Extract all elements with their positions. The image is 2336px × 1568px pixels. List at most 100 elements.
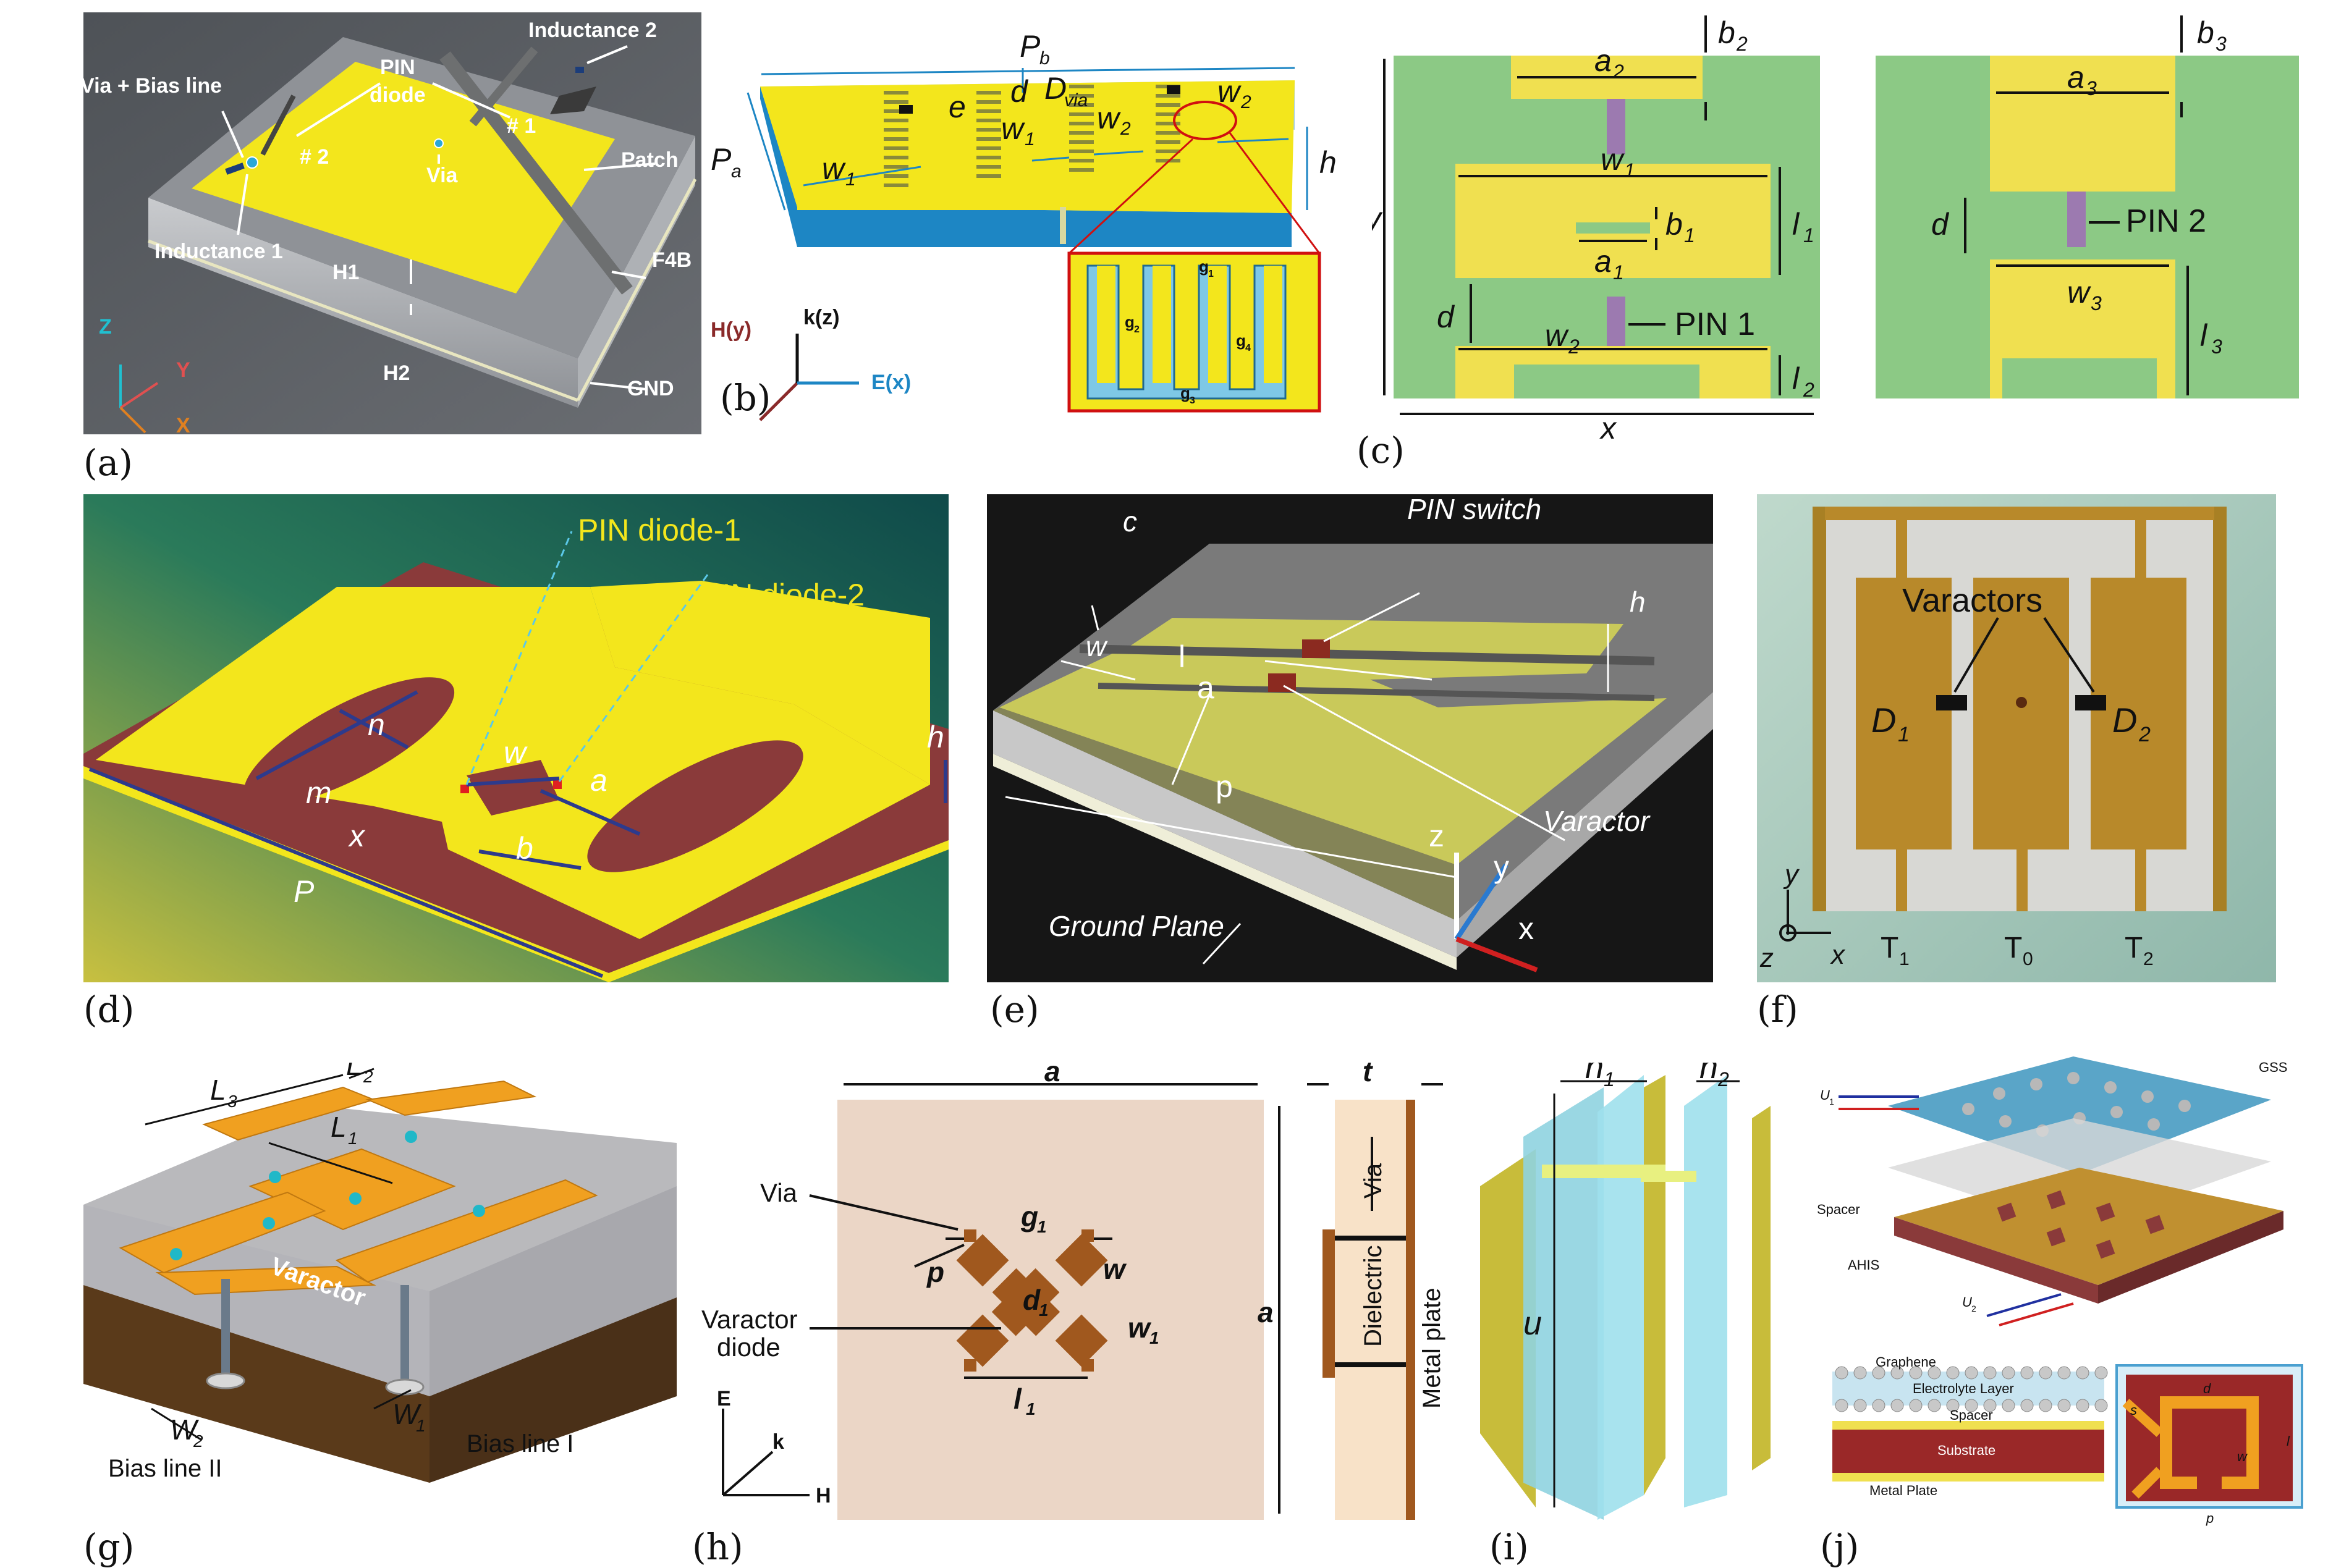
label-h1-sub: 1 [1604, 1068, 1615, 1090]
label-w1-sub: 1 [1149, 1328, 1159, 1347]
label-p: p [1216, 769, 1233, 804]
label-l2-sub: 2 [363, 1067, 373, 1086]
axis-x: X [176, 414, 190, 434]
label-h2: h [1699, 1063, 1718, 1085]
label-w3-sub: 3 [2091, 292, 2102, 314]
label-w2-right-sub: 2 [1240, 92, 1251, 112]
label-w: w [2237, 1449, 2248, 1464]
label-w2: w [1545, 318, 1569, 353]
label-p: p [2206, 1511, 2214, 1526]
label-p: p [926, 1256, 944, 1288]
label-w3: w [2067, 275, 2091, 310]
label-t0: T [2004, 932, 2022, 964]
label-g4: g [1236, 331, 1246, 350]
label-pb: P [1020, 29, 1041, 64]
label-dvia: D [1044, 71, 1067, 106]
label-a: a [1197, 670, 1214, 705]
label-u: u [1523, 1305, 1542, 1342]
panel-i: h 1 h 2 u [1480, 1063, 1789, 1520]
panel-c: a 2 b 2 w 1 b 1 l 1 a 1 y d w 2 l 2 x a [1372, 12, 2327, 439]
label-h2: H2 [383, 361, 410, 385]
label-gnd: GND [627, 377, 674, 400]
label-w2-sub: 2 [193, 1431, 203, 1451]
label-d2-sub: 2 [2138, 723, 2151, 746]
label-e: e [949, 90, 966, 124]
label-f4b: F4B [652, 248, 692, 272]
label-w2: W [170, 1414, 200, 1446]
label-w: w [504, 735, 528, 770]
label-bias-line-2: Bias line II [108, 1455, 222, 1482]
label-t2-sub: 2 [2143, 949, 2154, 969]
label-a: a [590, 763, 607, 798]
label-bias-line-1: Bias line I [467, 1430, 573, 1457]
label-h: h [1630, 586, 1646, 618]
label-varactor-line2: diode [717, 1333, 781, 1362]
axis-x: x [1830, 940, 1846, 970]
label-a-top: a [1044, 1063, 1060, 1087]
label-c: c [1123, 505, 1137, 537]
label-dielectric: Dielectric [1360, 1246, 1387, 1347]
label-varactor: Varactor [1543, 805, 1651, 837]
label-y: y [1372, 201, 1383, 235]
label-t1-sub: 1 [1899, 949, 1910, 969]
label-g1-sub: 1 [1037, 1217, 1047, 1236]
label-diode-1: # 1 [507, 114, 536, 138]
panel-f-label: (f) [1757, 988, 1798, 1031]
axis-y: Y [176, 358, 190, 382]
label-substrate: Substrate [1937, 1443, 1995, 1458]
label-b1-sub: 1 [1684, 224, 1695, 247]
panel-g-graphic: L 3 L 2 L 1 W 2 W 1 Varactor Bias line I… [83, 1063, 677, 1520]
panel-i-label: (i) [1489, 1526, 1529, 1568]
label-via-side: Via [1360, 1163, 1387, 1199]
panel-c-graphic: a 2 b 2 w 1 b 1 l 1 a 1 y d w 2 l 2 x a [1372, 12, 2327, 439]
label-t0-sub: 0 [2023, 949, 2033, 969]
label-h1: h [1585, 1063, 1604, 1085]
label-t2: T [2125, 932, 2143, 964]
label-metal-plate: Metal Plate [1869, 1483, 1937, 1498]
axis-k: k [772, 1430, 784, 1454]
label-a3: a [2067, 60, 2084, 95]
label-w: w [1086, 630, 1108, 662]
label-b2-sub: 2 [1736, 33, 1748, 55]
axis-z: z [1759, 943, 1774, 973]
label-via: Via [760, 1178, 798, 1207]
label-t1: T [1881, 932, 1898, 964]
label-h: h [1319, 145, 1337, 180]
label-w1-mid: w [1001, 111, 1025, 146]
label-w1-left-sub: 1 [845, 169, 856, 190]
label-diode-2: # 2 [300, 145, 329, 169]
label-u1: U [1820, 1087, 1830, 1103]
label-u2-sub: 2 [1971, 1304, 1976, 1313]
panel-b: P b P a d D via e w 1 w 1 w 2 w 2 h g 1 [711, 0, 1366, 432]
panel-i-graphic: h 1 h 2 u [1480, 1063, 1789, 1520]
label-a2: a [1594, 43, 1612, 78]
panel-e-graphic: PIN switch Varactor Ground Plane l a p z… [987, 494, 1713, 982]
label-m: m [306, 775, 332, 810]
label-t: t [1363, 1063, 1373, 1087]
label-w1-left: w [822, 151, 846, 186]
label-d: d [1437, 300, 1455, 334]
axis-kz: k(z) [803, 306, 840, 329]
axis-ex: E(x) [871, 371, 911, 394]
label-l: l [2287, 1433, 2290, 1449]
label-l1: l [1014, 1383, 1022, 1415]
label-l: l [1179, 639, 1185, 674]
panel-e: PIN switch Varactor Ground Plane l a p z… [987, 494, 1713, 982]
panel-d-label: (d) [83, 988, 135, 1031]
label-pin-switch: PIN switch [1407, 494, 1541, 525]
label-pin-diode-line2: diode [370, 83, 426, 107]
label-ground-plane: Ground Plane [1049, 910, 1224, 942]
label-pin-diode-1: PIN diode-1 [578, 513, 741, 547]
label-g1-sub: 1 [1208, 269, 1214, 279]
label-patch: Patch [621, 148, 679, 172]
panel-h: a a t g 1 p w d 1 w 1 l 1 Via Varactor d… [692, 1063, 1458, 1520]
label-metal-plate: Metal plate [1418, 1288, 1445, 1409]
label-l1-sub: 1 [1803, 224, 1814, 247]
label-pb-sub: b [1039, 48, 1050, 69]
label-via-bias-line: Via + Bias line [83, 74, 222, 98]
label-w1-sub: 1 [1624, 159, 1635, 182]
panel-e-label: (e) [990, 988, 1039, 1031]
panel-j-graphic: GSS U 1 Spacer AHIS U 2 Graphene Electro… [1814, 1050, 2308, 1526]
panel-h-label: (h) [692, 1526, 743, 1568]
panel-c-label: (c) [1356, 429, 1405, 471]
